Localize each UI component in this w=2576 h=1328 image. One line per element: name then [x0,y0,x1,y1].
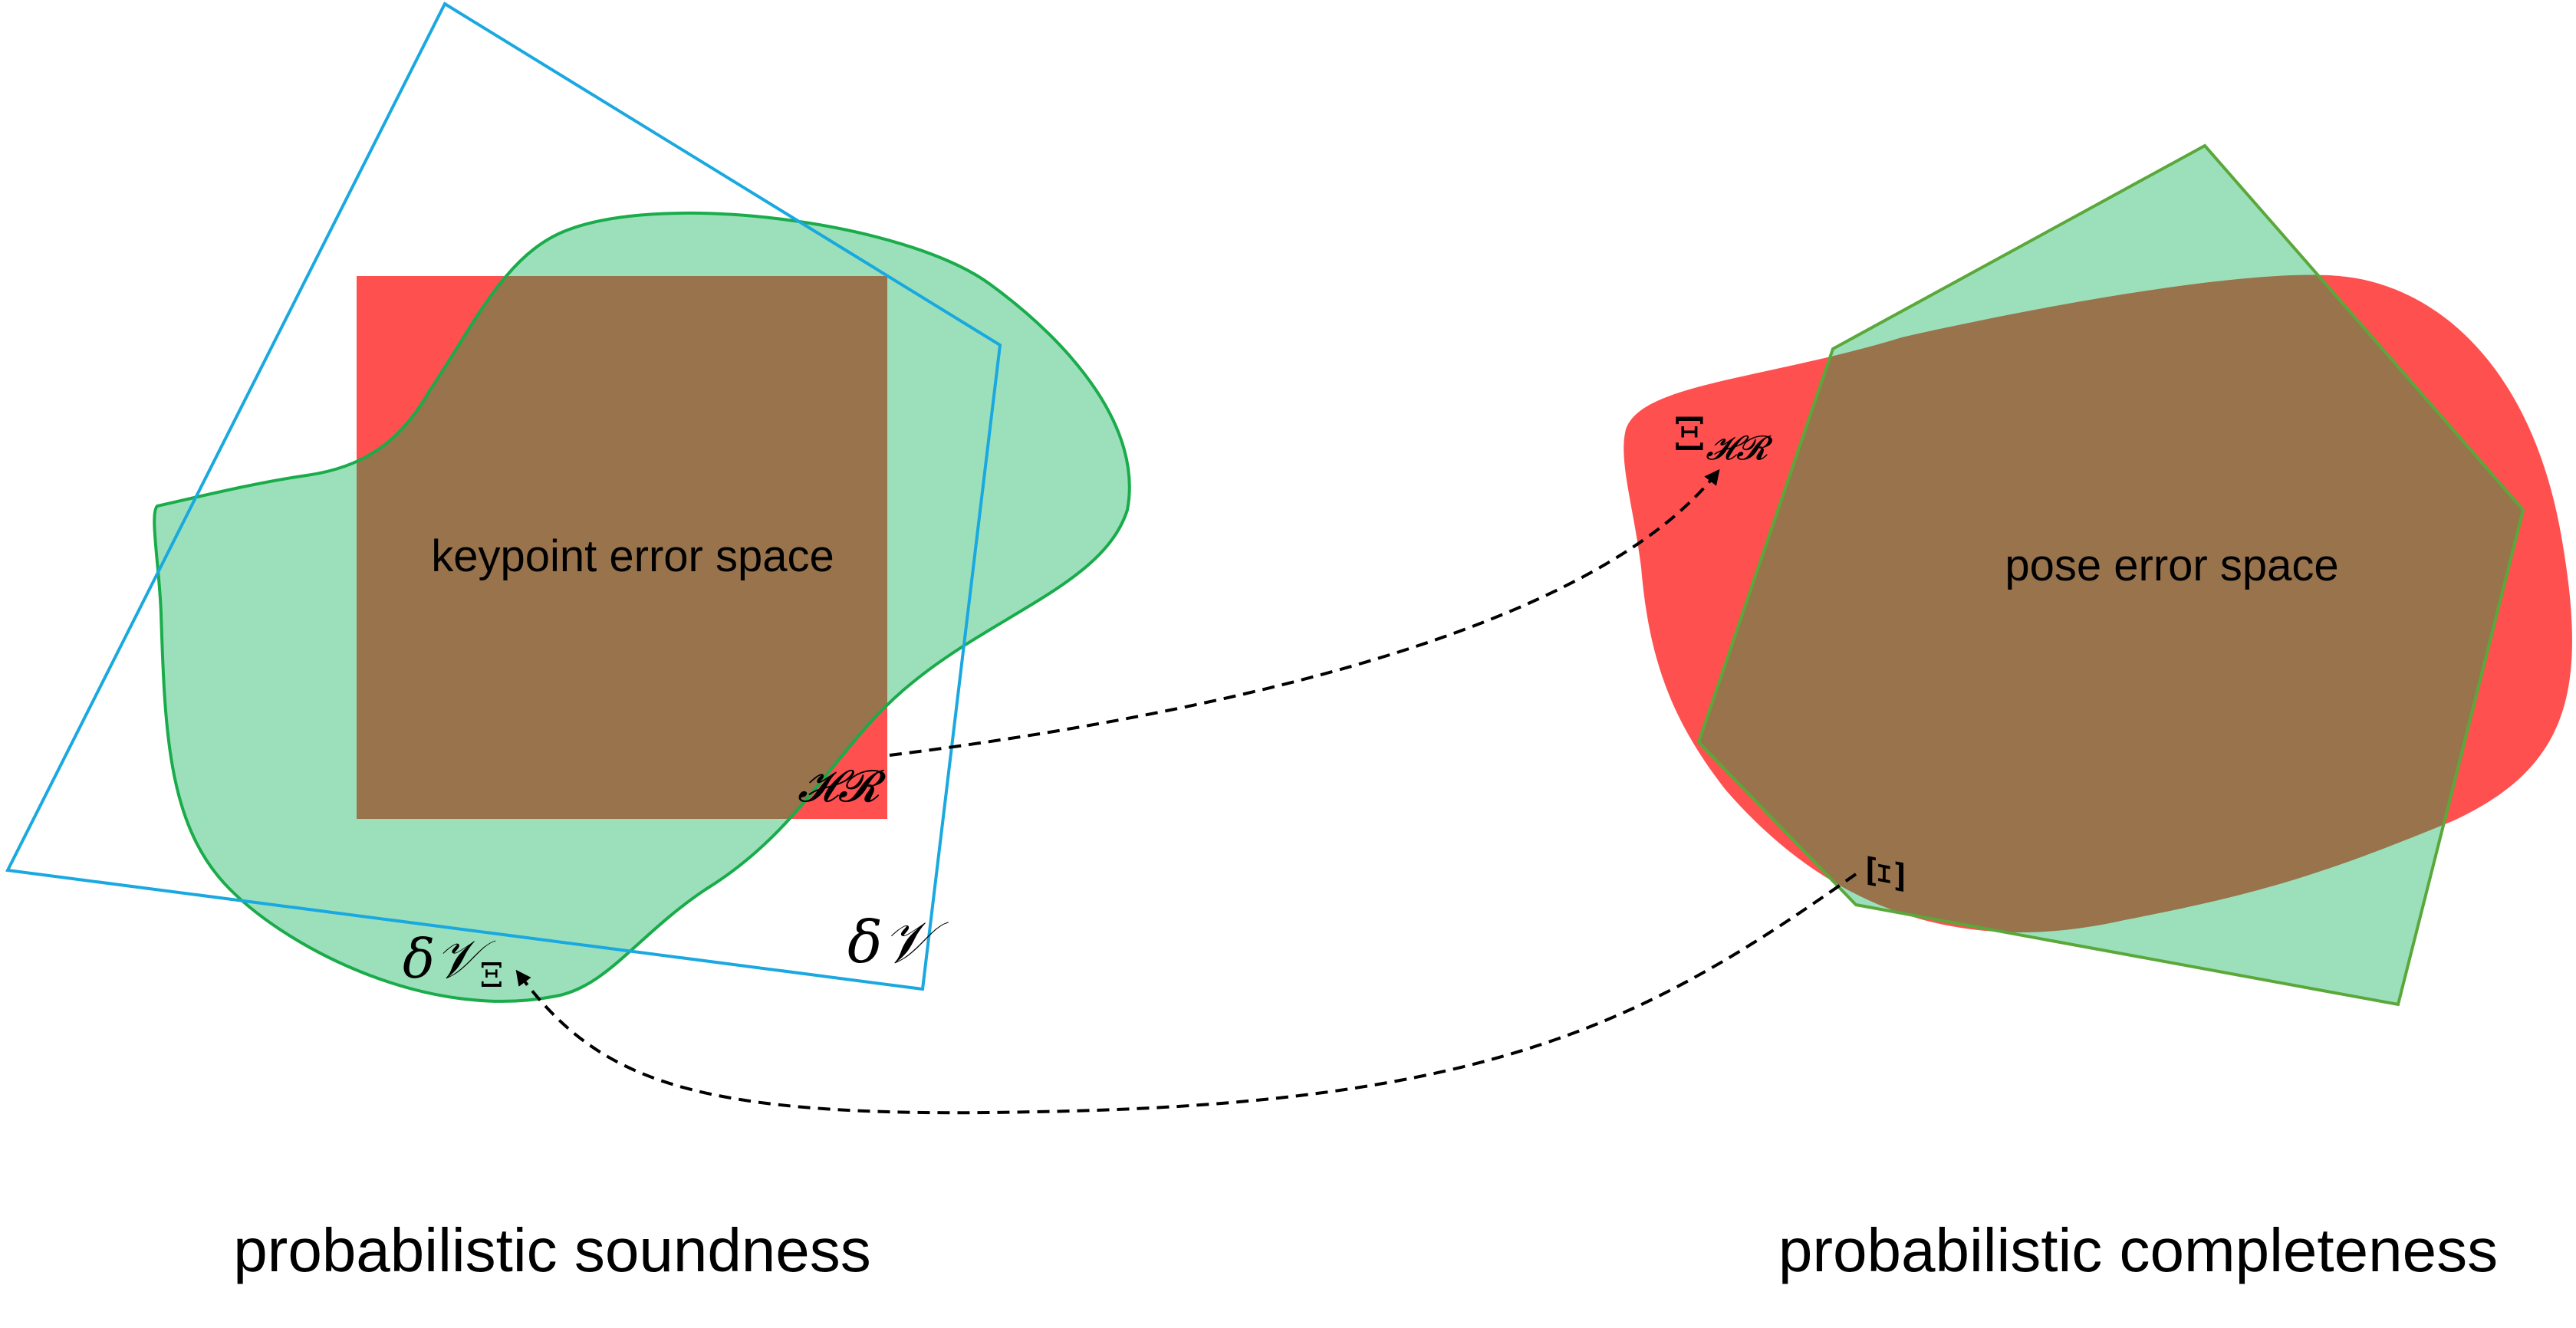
delta-v-label: δ𝒱 [847,908,949,976]
delta-v-polygon [5,2,1002,991]
pose-overlap-region [1699,274,2523,932]
keypoint-error-space-label: keypoint error space [431,531,834,581]
probabilistic-completeness-caption: probabilistic completeness [1778,1216,2498,1284]
soundness-blob-outline [153,212,1131,1003]
xi-label: Ξ [1859,856,1916,892]
completeness-pentagon-outline [1696,143,2525,1007]
delta-v-xi-subscript: Ξ [479,956,503,995]
xi-hr-subscript: 𝓗𝓡 [1706,429,1773,468]
hr-to-xi-hr-arrow [889,468,1720,757]
left-panel: keypoint error space 𝓗𝓡 δ𝒱 δ𝒱Ξ probabili… [5,2,1131,1284]
probabilistic-soundness-caption: probabilistic soundness [233,1216,871,1284]
mapping-arrows [515,468,1857,1115]
hr-label: 𝓗𝓡 [798,760,887,812]
xi-hr-main: Ξ [1673,408,1706,462]
xi-hr-label: Ξ𝓗𝓡 [1673,408,1773,468]
xi-to-delta-v-xi-arrow [515,873,1857,1115]
pose-error-space-label: pose error space [2005,541,2338,590]
right-panel: pose error space Ξ𝓗𝓡 Ξ probabilistic com… [1624,143,2572,1284]
